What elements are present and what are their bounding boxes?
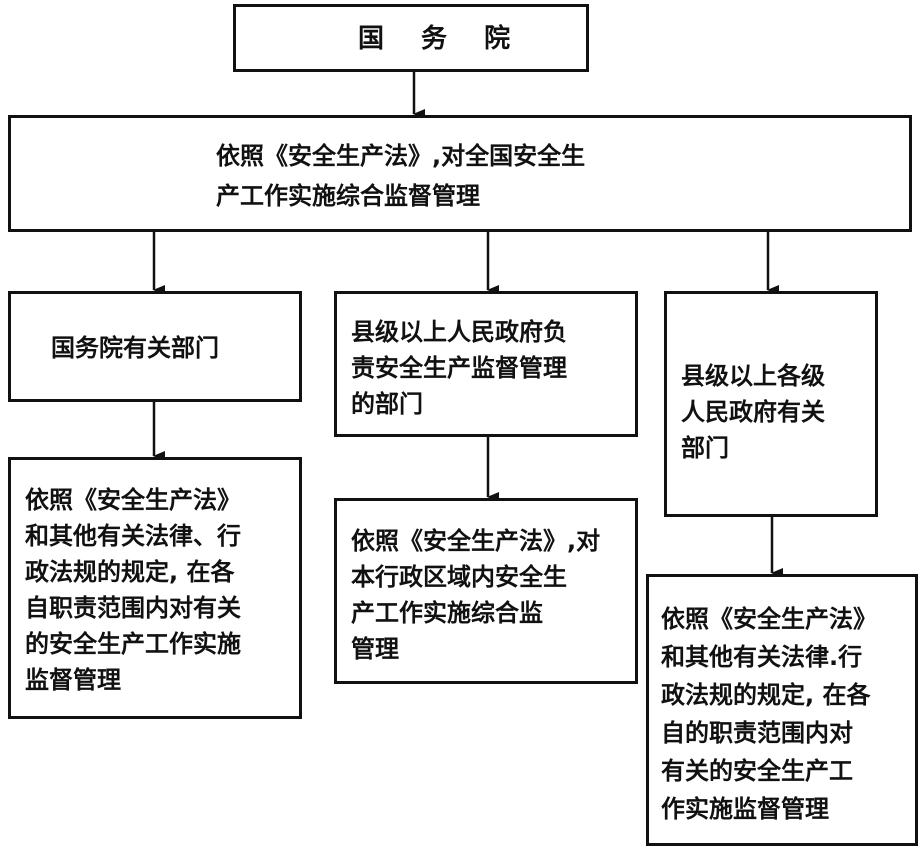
right-detail-line-1: 依照《安全生产法》 xyxy=(661,605,877,633)
right-header-box: 县级以上各级 人民政府有关 部门 xyxy=(664,291,878,517)
right-header-line-3: 部门 xyxy=(681,434,729,462)
right-detail-box: 依照《安全生产法》 和其他有关法律.行 政法规的规定, 在各 自的职责范围内对 … xyxy=(646,574,918,846)
middle-detail-line-4: 管理 xyxy=(351,635,399,663)
left-detail-line-2: 和其他有关法律、行 xyxy=(25,522,241,550)
left-detail-line-6: 监督管理 xyxy=(25,666,121,694)
middle-detail-line-2: 本行政区域内安全生 xyxy=(351,563,567,591)
left-detail-box: 依照《安全生产法》 和其他有关法律、行 政法规的规定, 在各 自职责范围内对有关… xyxy=(8,457,302,719)
state-council-title: 国 务 院 xyxy=(358,24,525,54)
middle-header-line-1: 县级以上人民政府负 xyxy=(351,318,567,346)
middle-detail-box: 依照《安全生产法》,对 本行政区域内安全生 产工作实施综合监 管理 xyxy=(334,498,638,684)
overall-line-2: 产工作实施综合监督管理 xyxy=(216,182,480,210)
left-detail-line-4: 自职责范围内对有关 xyxy=(25,594,241,622)
left-header-label: 国务院有关部门 xyxy=(51,334,219,362)
middle-header-line-2: 责安全生产监督管理 xyxy=(351,354,567,382)
left-detail-line-3: 政法规的规定, 在各 xyxy=(25,558,235,586)
middle-detail-line-3: 产工作实施综合监 xyxy=(351,599,543,627)
middle-detail-line-1: 依照《安全生产法》,对 xyxy=(351,527,601,555)
left-detail-line-1: 依照《安全生产法》 xyxy=(25,486,241,514)
middle-header-line-3: 的部门 xyxy=(351,390,423,418)
state-council-box: 国 务 院 xyxy=(233,4,589,72)
right-header-line-1: 县级以上各级 xyxy=(681,362,825,390)
right-detail-line-6: 作实施监督管理 xyxy=(661,795,829,823)
right-detail-line-2: 和其他有关法律.行 xyxy=(661,643,863,671)
overall-line-1: 依照《安全生产法》,对全国安全生 xyxy=(216,142,586,170)
right-detail-line-4: 自的职责范围内对 xyxy=(661,719,853,747)
left-header-box: 国务院有关部门 xyxy=(8,291,302,402)
right-header-line-2: 人民政府有关 xyxy=(681,398,825,426)
right-detail-line-3: 政法规的规定, 在各 xyxy=(661,681,871,709)
right-detail-line-5: 有关的安全生产工 xyxy=(661,757,853,785)
middle-header-box: 县级以上人民政府负 责安全生产监督管理 的部门 xyxy=(334,291,638,437)
overall-supervision-box: 依照《安全生产法》,对全国安全生 产工作实施综合监督管理 xyxy=(8,115,912,232)
left-detail-line-5: 的安全生产工作实施 xyxy=(25,630,241,658)
